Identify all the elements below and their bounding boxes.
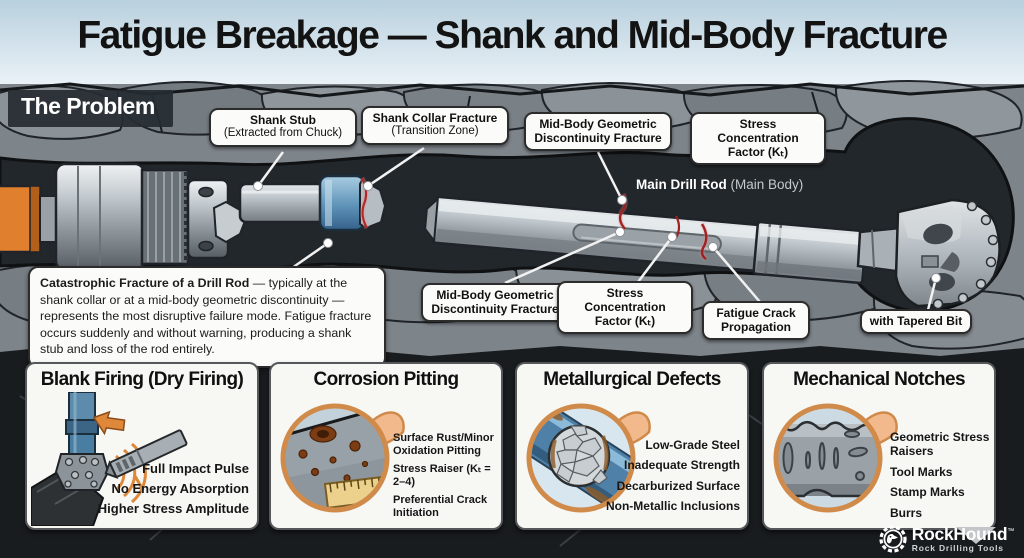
panel-blank-firing: Blank Firing (Dry Firing) [25,362,259,530]
callout-line: Factor (Kₜ) [594,314,656,329]
main-drill-rod-label-bold: Main Drill Rod [636,177,727,192]
callout-line: Discontinuity Fracture [534,131,662,146]
corrosion-pitting-points: Surface Rust/Minor Oxidation Pitting Str… [393,432,501,525]
rockhound-gear-hound-icon [879,525,907,553]
impact-arrow-icon [92,410,126,436]
logo-trademark: ™ [1007,527,1014,535]
corrosion-pitting-illustration [280,403,405,513]
callout-fatigue-crack-propagation: Fatigue Crack Propagation [702,301,810,341]
sky-background [0,0,1024,92]
panel-item: Preferential Crack Initiation [393,493,488,519]
logo-tagline: Rock Drilling Tools [911,543,1004,553]
panel-item: Decarburized Surface [616,478,740,493]
callout-stress-concentration-bottom: Stress Concentration Factor (Kₜ) [557,281,693,335]
panel-item: Geometric Stress Raisers [890,430,990,459]
panel-item: Stamp Marks [890,485,965,500]
callout-line: Shank Stub [249,113,316,127]
panel-item: Non-Metallic Inclusions [605,499,740,514]
callout-line: Factor (Kₜ) [727,145,789,160]
blank-firing-points: Full Impact Pulse No Energy Absorption H… [95,459,249,519]
main-drill-rod-illustration [424,195,868,285]
callout-line: Fatigue Crack [716,306,796,320]
mechanical-notches-points: Geometric Stress Raisers Tool Marks Stam… [890,430,992,526]
callout-midbody-fracture-bottom: Mid-Body Geometric Discontinuity Fractur… [421,283,569,323]
panel-title: Metallurgical Defects [543,369,721,390]
panel-item: Surface Rust/Minor Oxidation Pitting [393,432,494,457]
rockhound-logo: RockHound™ Rock Drilling Tools [879,525,1014,553]
logo-name: RockHound [911,523,1008,544]
panel-item: Inadequate Strength [623,458,740,473]
mechanical-notches-illustration [773,403,898,513]
panel-item: Higher Stress Amplitude [97,500,249,516]
callout-midbody-fracture-top: Mid-Body Geometric Discontinuity Fractur… [524,112,672,152]
callout-line: Shank Collar Fracture [372,111,498,125]
panel-item: Burrs [890,505,923,520]
callout-shank-stub: Shank Stub (Extracted from Chuck) [209,108,357,147]
panel-title: Corrosion Pitting [313,369,460,390]
callout-shank-collar-fracture: Shank Collar Fracture (Transition Zone) [361,106,509,145]
panel-corrosion-pitting: Corrosion Pitting [269,362,503,530]
callout-with-tapered-bit: with Tapered Bit [860,309,972,335]
panel-metallurgical-defects: Metallurgical Defects [515,362,749,530]
main-drill-rod-label-normal: (Main Body) [730,177,804,192]
description-body: — typically at the shank collar or at a … [40,276,372,356]
callout-line: Stress Concentration [584,286,666,315]
blank-firing-illustration [31,392,188,526]
description-lead: Catastrophic Fracture of a Drill Rod [40,276,250,290]
problem-label: The Problem [8,90,173,127]
panel-item: No Energy Absorption [111,480,249,496]
panel-title: Mechanical Notches [793,369,965,390]
drill-chuck-illustration [0,162,247,272]
panel-item: Full Impact Pulse [142,460,249,476]
metallurgical-defects-points: Low-Grade Steel Inadequate Strength Deca… [600,438,740,520]
callout-line: (Transition Zone) [391,125,479,138]
shank-stub-illustration [238,174,387,232]
callout-line: Propagation [720,320,791,335]
main-drill-rod-label: Main Drill Rod (Main Body) [636,177,803,192]
leader-lines [256,146,938,311]
callout-line: Stress Concentration [717,117,799,146]
panel-mechanical-notches: Mechanical Notches [762,362,996,530]
metallurgical-defects-illustration [526,403,651,513]
callout-stress-concentration-top: Stress Concentration Factor (Kₜ) [690,112,826,166]
leader-dots [253,181,941,283]
panel-title: Blank Firing (Dry Firing) [40,369,244,390]
callout-line: Mid-Body Geometric [436,288,554,302]
panel-item: Low-Grade Steel [645,438,740,452]
callout-line: Discontinuity Fracture [431,302,559,317]
callout-line: with Tapered Bit [869,314,963,328]
page-title: Fatigue Breakage — Shank and Mid-Body Fr… [77,14,948,57]
panel-item: Tool Marks [890,464,953,479]
callout-line: (Extracted from Chuck) [223,127,343,140]
panel-item: Stress Raiser (Kₜ = 2–4) [393,462,491,488]
problem-description-box: Catastrophic Fracture of a Drill Rod — t… [28,266,386,368]
callout-line: Mid-Body Geometric [539,117,657,131]
panel-pointer-tail [956,527,996,544]
tapered-bit-illustration [856,198,1001,310]
